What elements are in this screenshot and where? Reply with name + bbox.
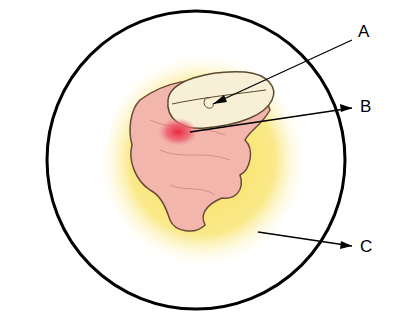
leader-line	[258, 232, 352, 246]
leader-line	[190, 108, 352, 132]
leader-line	[213, 40, 352, 104]
arrow-head	[340, 241, 352, 249]
seed-coat-line	[172, 90, 266, 104]
part-label: C	[360, 237, 372, 257]
hilum-mark	[204, 98, 213, 108]
part-label: A	[358, 22, 369, 42]
arrow-head	[213, 95, 227, 104]
arrow-head	[340, 104, 352, 112]
dish-outline	[47, 11, 345, 309]
part-label: B	[360, 97, 371, 117]
